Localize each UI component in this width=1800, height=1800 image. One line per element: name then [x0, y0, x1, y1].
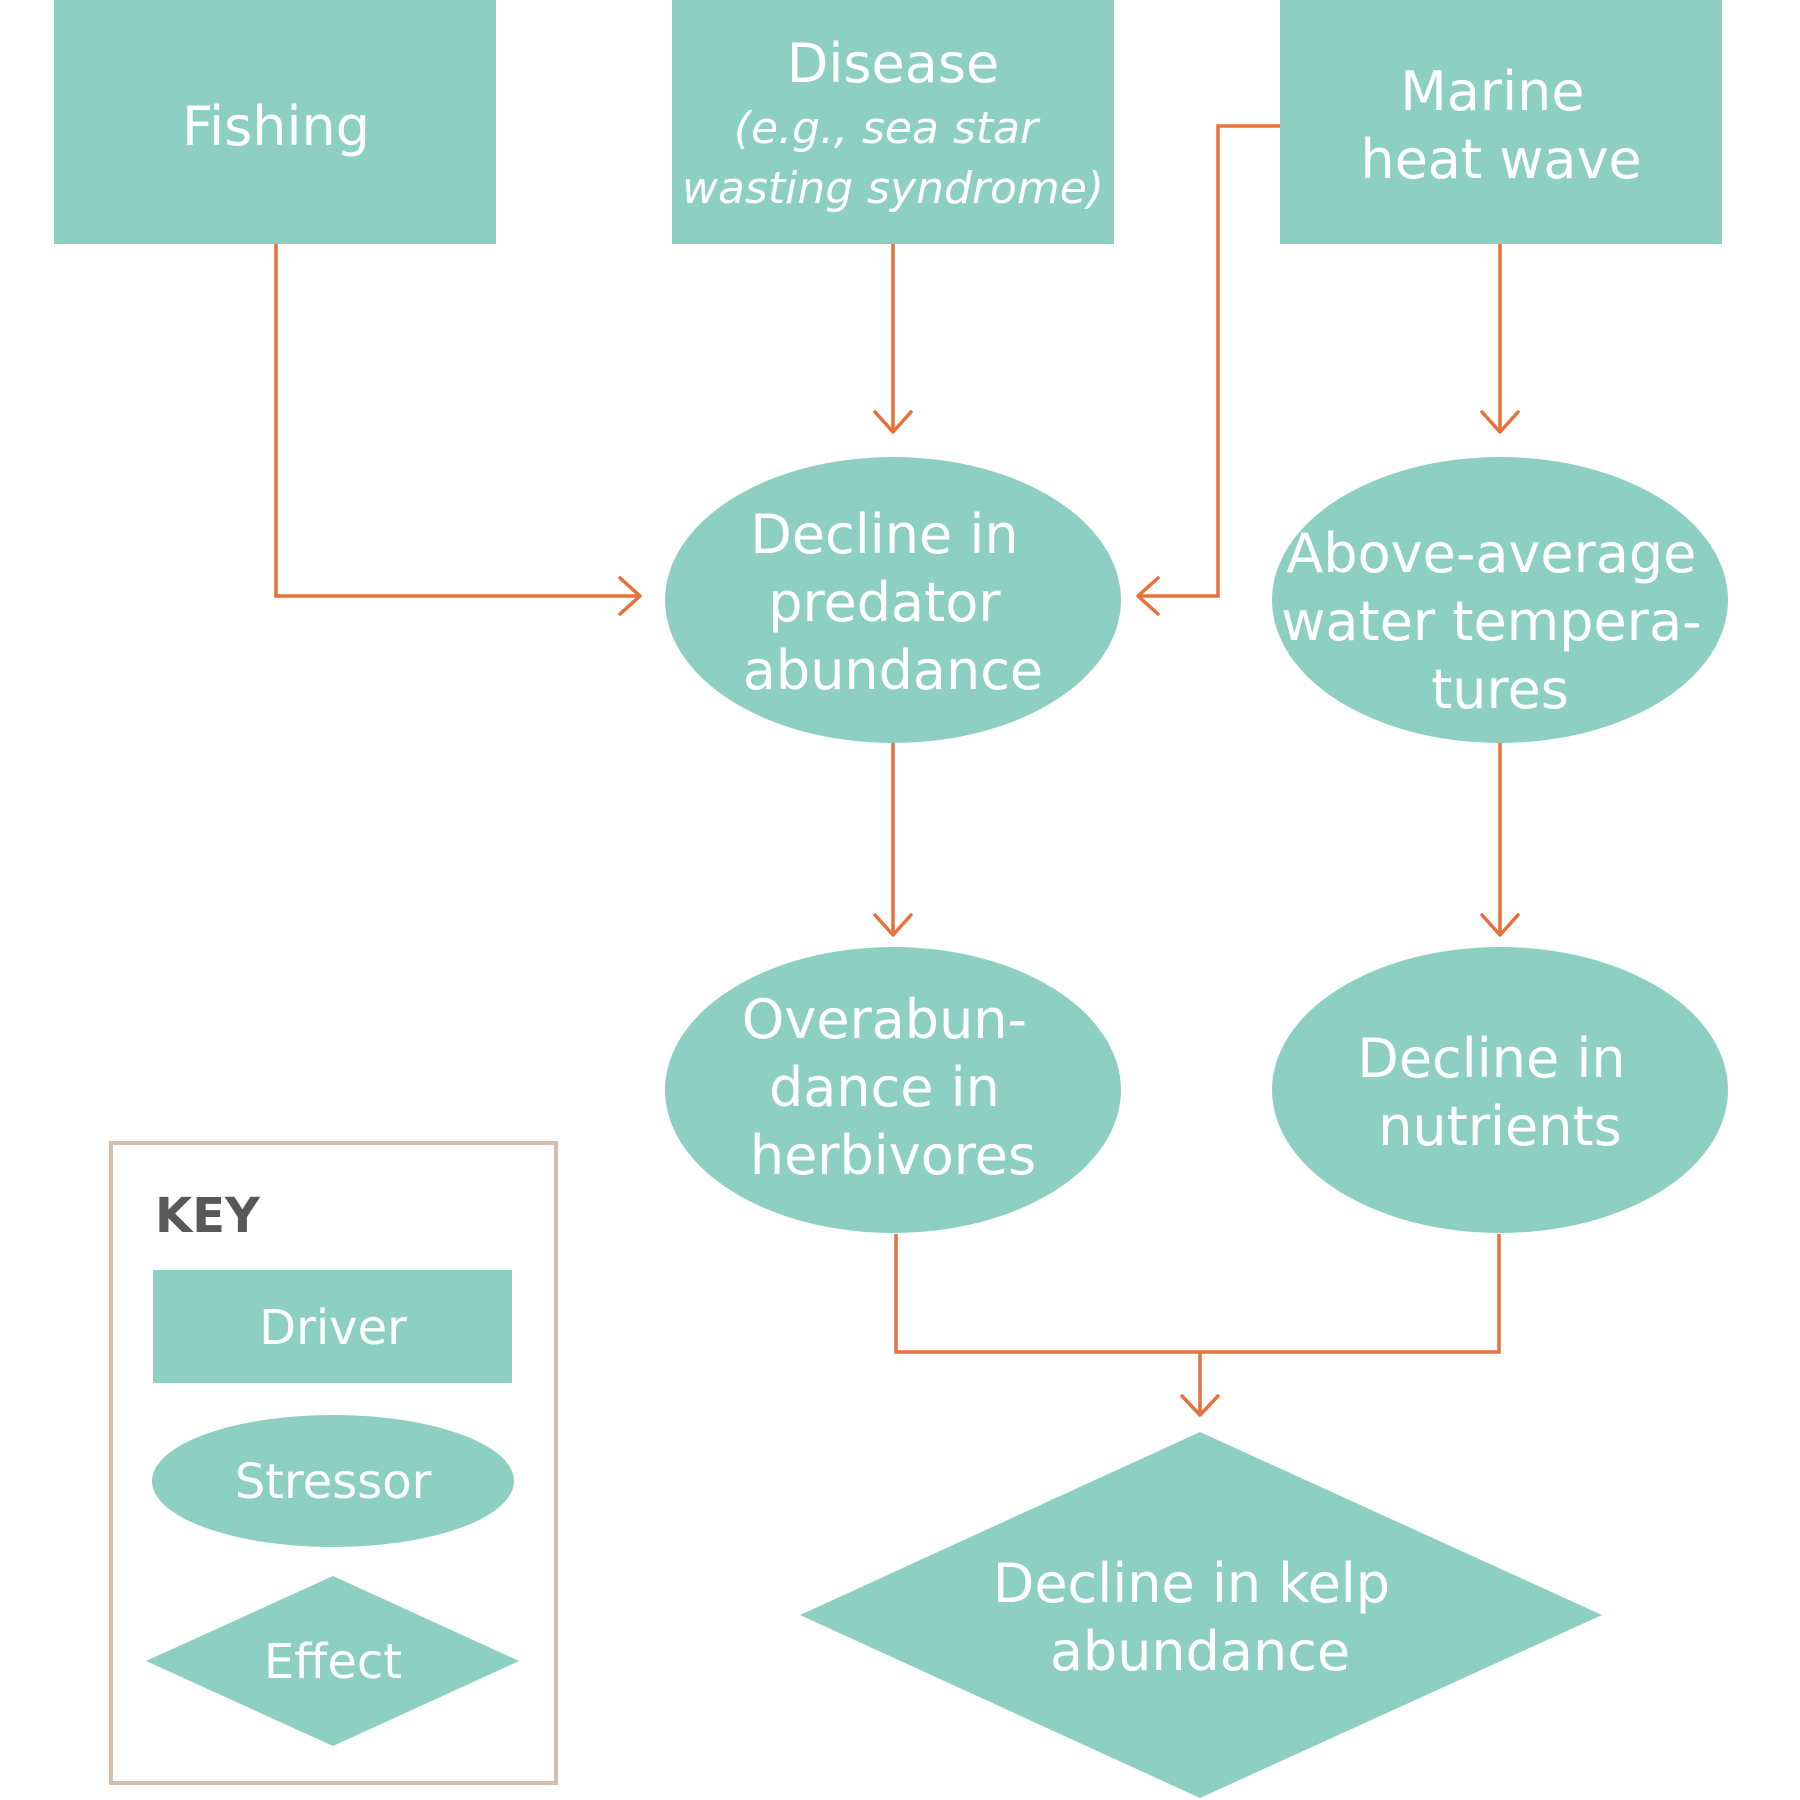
arrowhead-kelp-decline-edge — [1180, 1394, 1220, 1417]
key-stressor-swatch — [152, 1415, 514, 1547]
effect-kelp-decline: Decline in kelp abundance — [800, 1432, 1602, 1798]
driver-fishing-label: Fishing — [182, 95, 370, 158]
stressor-predator-label: Decline in predator abundance — [743, 503, 1043, 702]
arrowhead-heat-wave-predator-edge — [1136, 576, 1160, 616]
driver-box — [54, 0, 496, 244]
edge-herbivores-to-kelp-decline — [894, 1234, 1501, 1354]
stressor-above-average-temperatures: Above-average water tempera- tures — [1272, 457, 1728, 743]
arrowhead-fishing-edge — [618, 576, 642, 616]
driver-fishing: Fishing — [54, 0, 496, 244]
driver-box — [672, 0, 1114, 244]
stressor-ellipse — [1272, 457, 1728, 743]
key-driver-label: Driver — [259, 1300, 407, 1356]
effect-diamond — [800, 1432, 1602, 1798]
driver-disease: Disease (e.g., sea star wasting syndrome… — [672, 0, 1114, 244]
stressor-predator-decline: Decline in predator abundance — [665, 457, 1121, 743]
stressor-ellipse — [665, 947, 1121, 1233]
edge-heat-wave-to-predator-decline — [1138, 124, 1280, 598]
key-stressor-label: Stressor — [235, 1454, 432, 1510]
key-title: KEY — [155, 1188, 261, 1244]
stressor-herbivores-label: Overabun- dance in herbivores — [742, 988, 1044, 1187]
stressor-ellipse — [1272, 947, 1728, 1233]
driver-disease-example: (e.g., sea star wasting syndrome) — [682, 103, 1104, 214]
driver-disease-label: Disease — [787, 32, 999, 95]
driver-heat-wave-label: Marine heat wave — [1360, 60, 1641, 191]
key-effect-swatch — [146, 1576, 519, 1746]
stressor-ellipse — [665, 457, 1121, 743]
key-effect-label: Effect — [264, 1634, 402, 1690]
driver-marine-heat-wave: Marine heat wave — [1280, 0, 1722, 244]
stressor-nutrients-label: Decline in nutrients — [1357, 1027, 1643, 1158]
stressor-nutrient-decline: Decline in nutrients — [1272, 947, 1728, 1233]
arrowhead-temps-nutrients-edge — [1480, 913, 1520, 937]
arrowhead-heat-wave-temps-edge — [1480, 410, 1520, 434]
arrowhead-disease-edge — [873, 410, 913, 434]
effect-kelp-label: Decline in kelp abundance — [993, 1552, 1408, 1683]
key-driver-swatch — [153, 1270, 512, 1383]
stressor-herbivore-overabundance: Overabun- dance in herbivores — [665, 947, 1121, 1233]
arrowhead-predator-herbivores-edge — [873, 913, 913, 937]
stressor-temperatures-label: Above-average water tempera- tures — [1281, 522, 1718, 721]
key-legend: KEY Driver Stressor Effect — [109, 1141, 558, 1785]
connectors — [274, 124, 1520, 1417]
driver-box — [1280, 0, 1722, 244]
edge-fishing-to-predator-decline — [274, 244, 640, 598]
